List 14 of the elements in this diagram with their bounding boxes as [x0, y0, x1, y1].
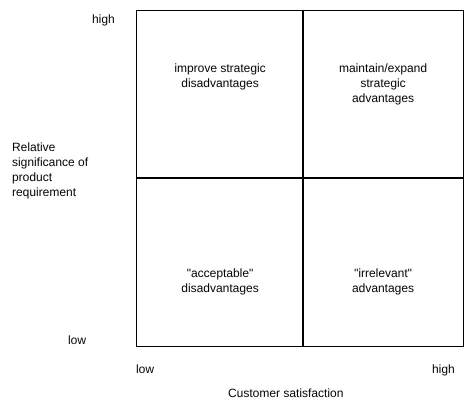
matrix-quadrant [302, 10, 464, 179]
matrix-quadrant [136, 10, 304, 179]
matrix-quadrant [136, 177, 304, 347]
axis-tick-label: low [136, 362, 154, 377]
axis-tick-label: high [432, 362, 455, 377]
axis-tick-label: high [92, 12, 115, 27]
axis-tick-label: low [68, 333, 86, 348]
axis-title: Customer satisfaction [228, 386, 344, 401]
matrix-quadrant [302, 177, 464, 347]
quadrant-label: maintain/expand strategic advantages [338, 61, 428, 107]
quadrant-label: "acceptable" disadvantages [180, 266, 260, 297]
quadrant-label: improve strategic disadvantages [173, 61, 267, 92]
axis-title: Relative significance of product requirement [12, 140, 90, 200]
quadrant-label: "irrelevant" advantages [350, 266, 416, 297]
